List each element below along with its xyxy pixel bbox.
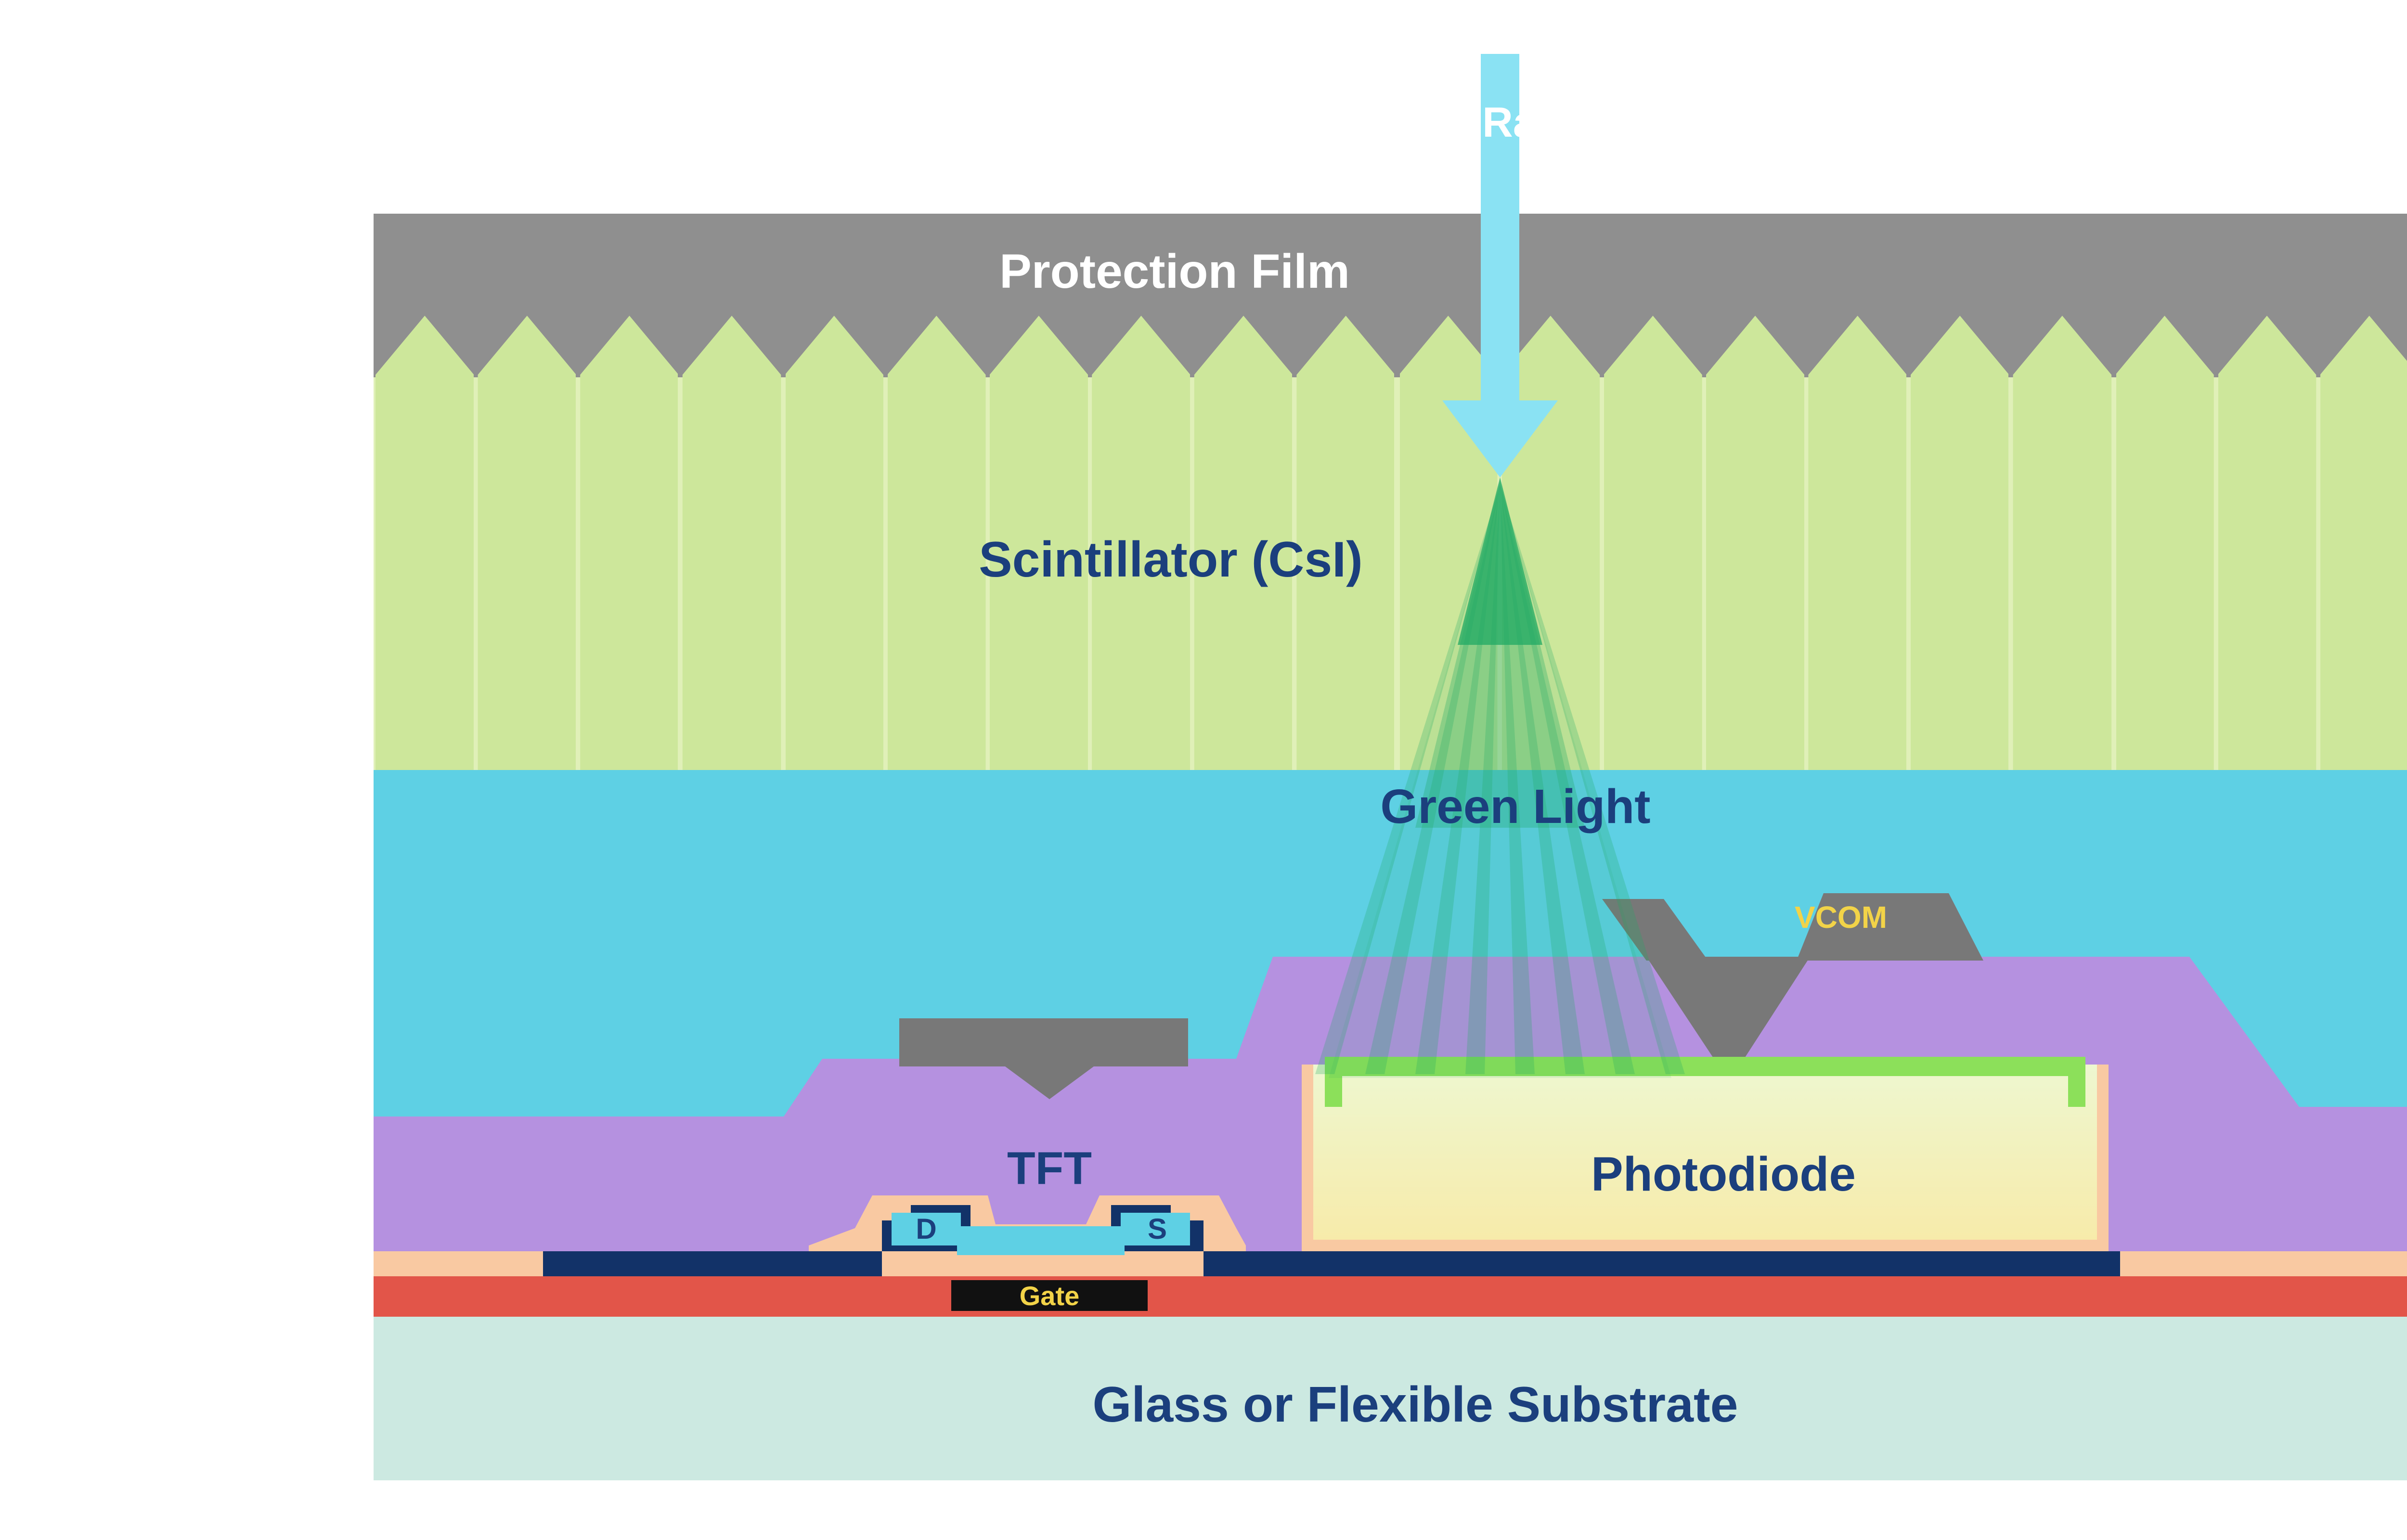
scintillator-column (1092, 316, 1191, 770)
scintillator-column (2115, 316, 2214, 770)
scintillator-column (1296, 316, 1395, 770)
photodiode-top-electrode-left-hook (1325, 1057, 1342, 1107)
scintillator-column (1706, 316, 1805, 770)
vcom-electrode (1797, 893, 1983, 961)
green-light-label: Green Light (1380, 781, 1651, 834)
gate-label: Gate (1019, 1280, 1080, 1311)
photodiode-top-electrode (1325, 1057, 2085, 1076)
scintillator-columns (374, 316, 2407, 770)
scintillator-column (1911, 316, 2009, 770)
vcom-label: VCOM (1795, 903, 1887, 936)
source-contact-pad (1121, 1213, 1190, 1245)
semiconductor-channel (957, 1226, 1125, 1255)
scintillator-label: Scintillator (CsI) (979, 530, 1363, 588)
scintillator-column (2217, 316, 2316, 770)
scintillator-column (2013, 316, 2112, 770)
protection-film-label: Protection Film (999, 245, 1350, 299)
bias-metal-line (1204, 1251, 2120, 1276)
scintillator-column (2320, 316, 2407, 770)
left-metal-line (543, 1251, 882, 1276)
scintillator-column (682, 316, 781, 770)
photodiode-box (1313, 1065, 2097, 1240)
green-light-rays (1315, 477, 1685, 1078)
photodiode-label: Photodiode (1591, 1148, 1856, 1202)
scintillator-column (1194, 316, 1293, 770)
tft-label: TFT (1007, 1143, 1092, 1195)
substrate-label: Glass or Flexible Substrate (1092, 1375, 1738, 1433)
photodiode-top-electrode-right-hook (2068, 1057, 2085, 1107)
scintillator-column (1808, 316, 1907, 770)
scintillator-column (785, 316, 883, 770)
scintillator-column (887, 316, 986, 770)
scintillator-column (580, 316, 679, 770)
gray-shield-structure (899, 1018, 1188, 1099)
source-label: S (1147, 1214, 1167, 1246)
scintillator-column (375, 316, 474, 770)
scintillator-column (1604, 316, 1702, 770)
substrate-layer (374, 1317, 2407, 1480)
vcom-via-structure (1646, 957, 1810, 1082)
vcom-slope-structure (1602, 899, 1708, 961)
drain-contact-pad (892, 1213, 961, 1245)
xray-label: X-Ray (1440, 98, 1560, 146)
red-base-layer (374, 1276, 2407, 1317)
scintillator-column (989, 316, 1088, 770)
gate-electrode (951, 1280, 1148, 1311)
scintillator-column (478, 316, 577, 770)
xray-arrow (1442, 54, 1558, 477)
drain-label: D (916, 1214, 937, 1246)
